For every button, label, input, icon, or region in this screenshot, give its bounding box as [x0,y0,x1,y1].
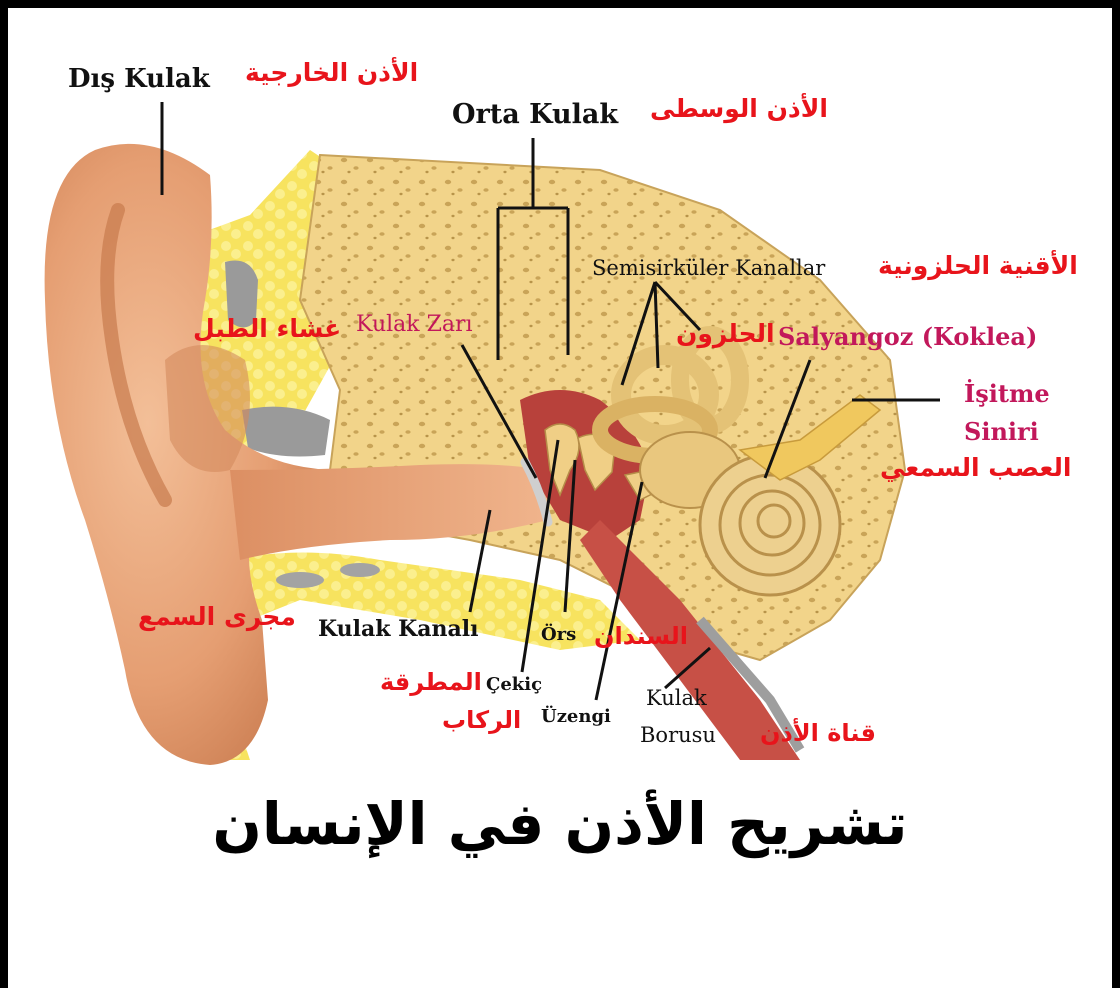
label-semisirkuler-ar: الأقنية الحلزونية [878,253,1078,278]
gray-node-2 [340,563,380,577]
label-dis-kulak: Dış Kulak [68,66,210,92]
label-orta-kulak: Orta Kulak [452,101,618,128]
label-kulak-zari: Kulak Zarı [356,314,473,336]
label-kulak-borusu-2: Borusu [640,725,716,746]
label-salyangoz-ar: الحلزون [676,321,775,346]
label-orta-kulak-ar: الأذن الوسطى [650,96,828,121]
label-cekic: Çekiç [486,676,542,694]
gray-node-1 [276,572,324,588]
label-isitme-2: Siniri [964,420,1039,444]
label-kulak-borusu-ar: قناة الأذن [760,721,876,745]
label-kulak-kanali-ar: مجرى السمع [138,604,296,629]
label-uzengi-ar: الركاب [442,708,521,732]
label-salyangoz: Salyangoz (Koklea) [778,325,1037,349]
label-cekic-ar: المطرقة [380,670,482,694]
label-kulak-borusu-1: Kulak [646,688,707,709]
label-dis-kulak-ar: الأذن الخارجية [245,60,418,85]
cartilage-gray-2 [242,407,330,457]
label-kulak-zari-ar: غشاء الطبل [193,316,341,341]
label-uzengi: Üzengi [541,708,611,726]
label-semisirkuler: Semisirküler Kanallar [592,258,825,279]
diagram-title: تشريح الأذن في الإنسان [0,795,1120,853]
label-kulak-kanali: Kulak Kanalı [318,618,479,640]
label-isitme-ar: العصب السمعي [880,455,1071,480]
label-isitme-1: İşitme [964,382,1050,406]
label-ors: Örs [541,626,576,644]
label-ors-ar: السندان [594,624,688,648]
